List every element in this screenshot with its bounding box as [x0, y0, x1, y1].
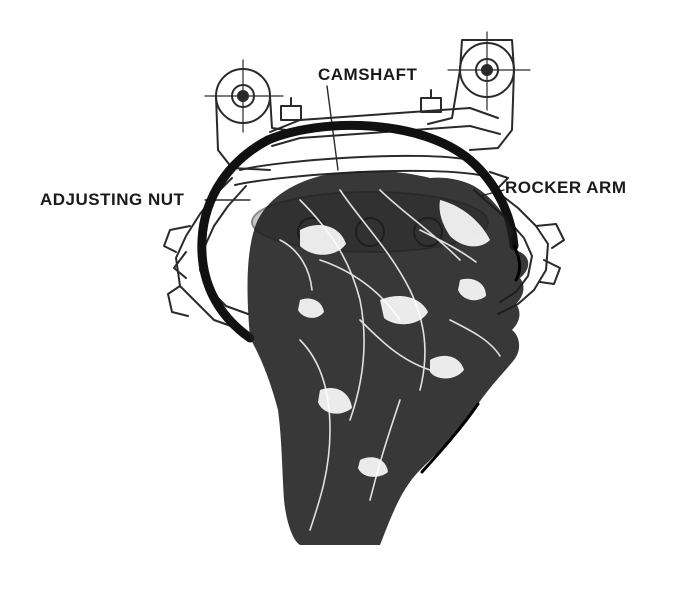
camshaft-label: CAMSHAFT [318, 65, 418, 84]
head-silhouette [247, 170, 529, 545]
head-contours [420, 244, 522, 474]
adjusting-nut-label: ADJUSTING NUT [40, 190, 185, 209]
rocker-arm-label: ROCKER ARM [505, 178, 627, 197]
nerve-branches [279, 189, 501, 531]
right-pivot-bracket [427, 31, 531, 151]
left-pivot-bracket [204, 59, 301, 171]
cross-beam [269, 89, 501, 147]
skull-back [197, 135, 273, 343]
skull-outline [263, 120, 519, 251]
anatomical-head-icon [197, 120, 529, 545]
